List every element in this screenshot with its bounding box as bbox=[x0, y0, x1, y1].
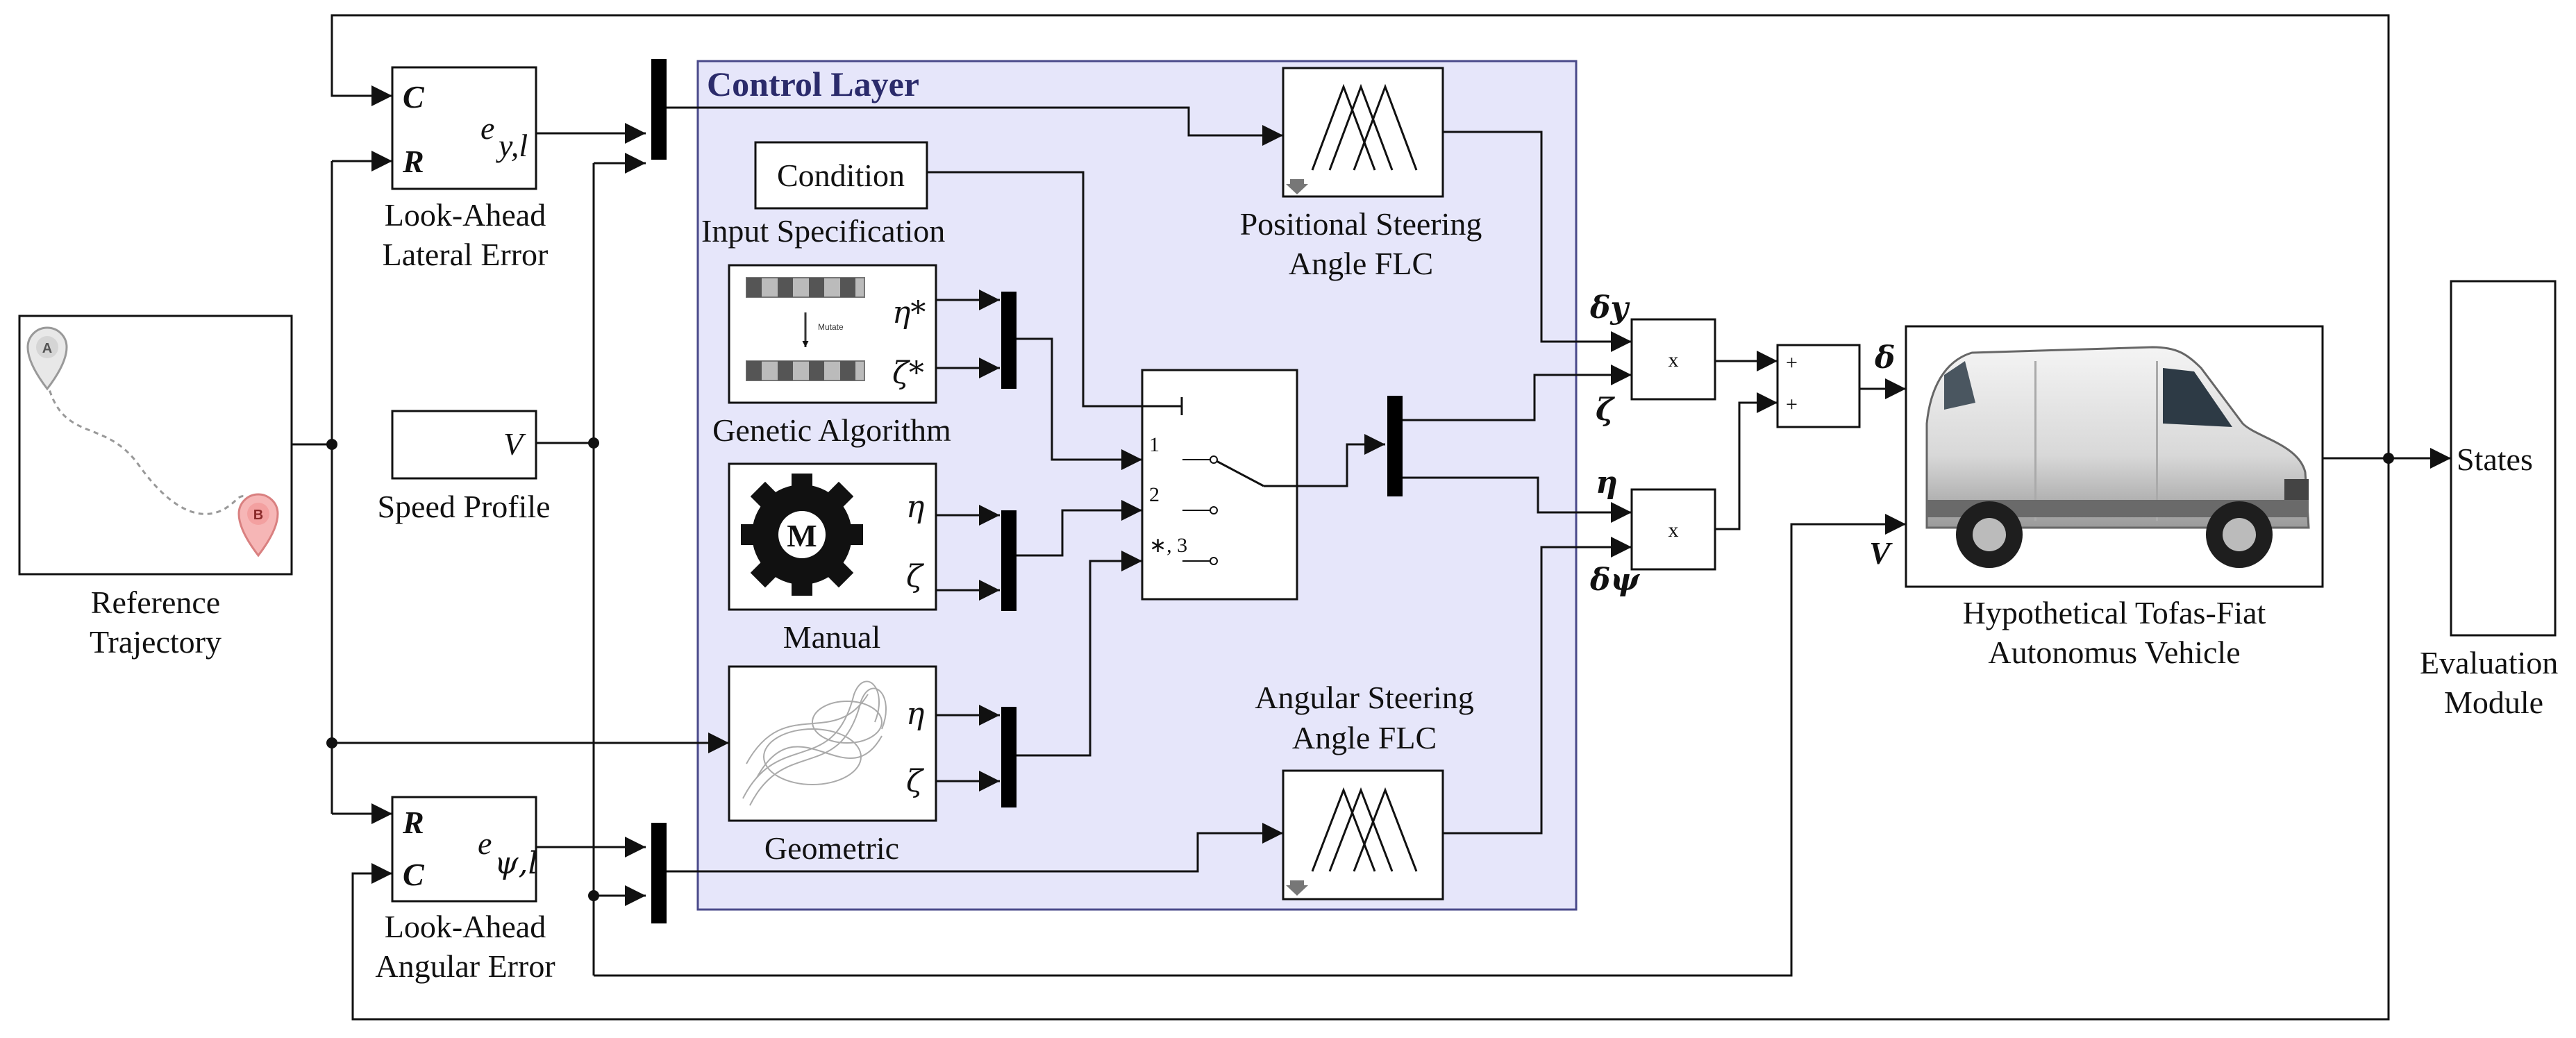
input-specification-label: Input Specification bbox=[701, 213, 945, 249]
van-image bbox=[1925, 346, 2310, 568]
geometric-path-icon bbox=[742, 680, 887, 806]
mux-top bbox=[651, 59, 667, 160]
control-layer-title: Control Layer bbox=[707, 65, 919, 103]
port-r: R bbox=[402, 144, 424, 179]
product-symbol: x bbox=[1668, 349, 1679, 371]
eta: η bbox=[906, 696, 924, 732]
lateral-error-label-2: Lateral Error bbox=[383, 237, 549, 272]
lateral-error-label: Look-Ahead bbox=[385, 197, 546, 233]
start-pin-icon: A bbox=[26, 326, 68, 391]
speed-profile-label: Speed Profile bbox=[377, 489, 550, 524]
junction-dot bbox=[326, 439, 337, 450]
angular-flc-block[interactable] bbox=[1282, 769, 1444, 901]
port-c: C bbox=[403, 79, 425, 115]
genetic-algorithm-block[interactable]: Mutate η* ζ* bbox=[728, 264, 937, 404]
junction-dot bbox=[588, 437, 599, 449]
speed-profile-block[interactable]: V bbox=[391, 410, 537, 480]
angular-flc-label: Angular Steering bbox=[1255, 680, 1474, 715]
switch-port-1: 1 bbox=[1149, 433, 1160, 456]
sum-block[interactable]: + + bbox=[1776, 344, 1861, 428]
positional-flc-label: Positional Steering bbox=[1240, 206, 1482, 242]
chromosome-icon: Mutate bbox=[746, 277, 865, 381]
zeta-star: ζ* bbox=[892, 355, 924, 391]
reference-label: Reference bbox=[91, 585, 220, 620]
evaluation-label-2: Module bbox=[2444, 685, 2543, 720]
lateral-error-block[interactable]: C R e y,l bbox=[391, 66, 537, 190]
plus-sign: + bbox=[1786, 351, 1798, 374]
angular-error-block[interactable]: R C e ψ,l bbox=[391, 796, 538, 903]
vehicle-label: Hypothetical Tofas-Fiat bbox=[1963, 595, 2266, 630]
zeta: ζ bbox=[906, 559, 925, 594]
eta-star: η* bbox=[892, 295, 926, 330]
multiport-switch[interactable]: 1 2 ∗, 3 bbox=[1141, 369, 1298, 601]
angular-flc-label-2: Angle FLC bbox=[1292, 720, 1437, 755]
angular-error-label-2: Angular Error bbox=[375, 948, 555, 984]
error-subscript: ψ,l bbox=[494, 846, 538, 881]
vehicle-block[interactable] bbox=[1905, 325, 2324, 588]
positional-flc-label-2: Angle FLC bbox=[1289, 246, 1433, 281]
gear-icon: M bbox=[741, 474, 863, 596]
condition-block[interactable]: Condition bbox=[754, 141, 928, 210]
reference-label-2: Trajectory bbox=[90, 624, 221, 660]
port-c: C bbox=[403, 857, 425, 892]
genetic-algorithm-label: Genetic Algorithm bbox=[712, 412, 951, 448]
error-symbol: e bbox=[480, 110, 494, 146]
product-symbol: x bbox=[1668, 519, 1679, 542]
error-subscript: y,l bbox=[496, 128, 528, 163]
membership-functions-icon bbox=[1311, 83, 1418, 171]
plus-sign: + bbox=[1786, 393, 1798, 416]
svg-text:Mutate: Mutate bbox=[818, 322, 844, 332]
angular-error-label: Look-Ahead bbox=[385, 909, 546, 944]
geometric-label: Geometric bbox=[764, 830, 899, 866]
mux-bottom bbox=[651, 823, 667, 923]
delta-label: δ bbox=[1874, 340, 1895, 376]
mux-geometric bbox=[1001, 707, 1017, 807]
mux-manual bbox=[1001, 510, 1017, 611]
junction-dot bbox=[326, 737, 337, 748]
manual-label: Manual bbox=[783, 619, 881, 655]
down-arrow-icon bbox=[1286, 179, 1308, 194]
manual-block[interactable]: M η ζ bbox=[728, 462, 937, 611]
svg-text:M: M bbox=[787, 518, 817, 553]
geometric-block[interactable]: η ζ bbox=[728, 665, 937, 822]
switch-port-2: 2 bbox=[1149, 483, 1160, 506]
product-block-lower[interactable]: x bbox=[1630, 488, 1716, 571]
membership-functions-icon bbox=[1311, 787, 1418, 872]
product-block-upper[interactable]: x bbox=[1630, 318, 1716, 401]
junction-dot bbox=[588, 890, 599, 901]
evaluation-label: Evaluation bbox=[2420, 645, 2558, 680]
down-arrow-icon bbox=[1286, 880, 1308, 896]
port-r: R bbox=[402, 805, 424, 840]
vehicle-label-2: Autonomus Vehicle bbox=[1988, 635, 2240, 670]
condition-label: Condition bbox=[777, 158, 905, 193]
eta-label: η bbox=[1596, 465, 1618, 501]
eta: η bbox=[906, 489, 924, 525]
zeta: ζ bbox=[906, 764, 925, 799]
evaluation-module-block[interactable]: States bbox=[2450, 280, 2557, 637]
zeta-label: ζ bbox=[1596, 392, 1615, 428]
mux-ga bbox=[1001, 292, 1017, 389]
v-label: V bbox=[1869, 535, 1893, 571]
svg-text:B: B bbox=[253, 508, 263, 523]
delta-y-label: δy bbox=[1589, 290, 1630, 326]
end-pin-icon: B bbox=[237, 493, 279, 558]
speed-symbol: V bbox=[503, 426, 526, 462]
junction-dot bbox=[2383, 453, 2394, 464]
positional-flc-block[interactable] bbox=[1282, 67, 1444, 198]
reference-trajectory-block[interactable]: A B bbox=[18, 315, 293, 576]
switch-port-3: ∗, 3 bbox=[1149, 534, 1187, 557]
states-port-label: States bbox=[2457, 442, 2533, 477]
demux bbox=[1387, 396, 1403, 496]
svg-text:A: A bbox=[42, 341, 52, 356]
error-symbol: e bbox=[478, 826, 492, 861]
